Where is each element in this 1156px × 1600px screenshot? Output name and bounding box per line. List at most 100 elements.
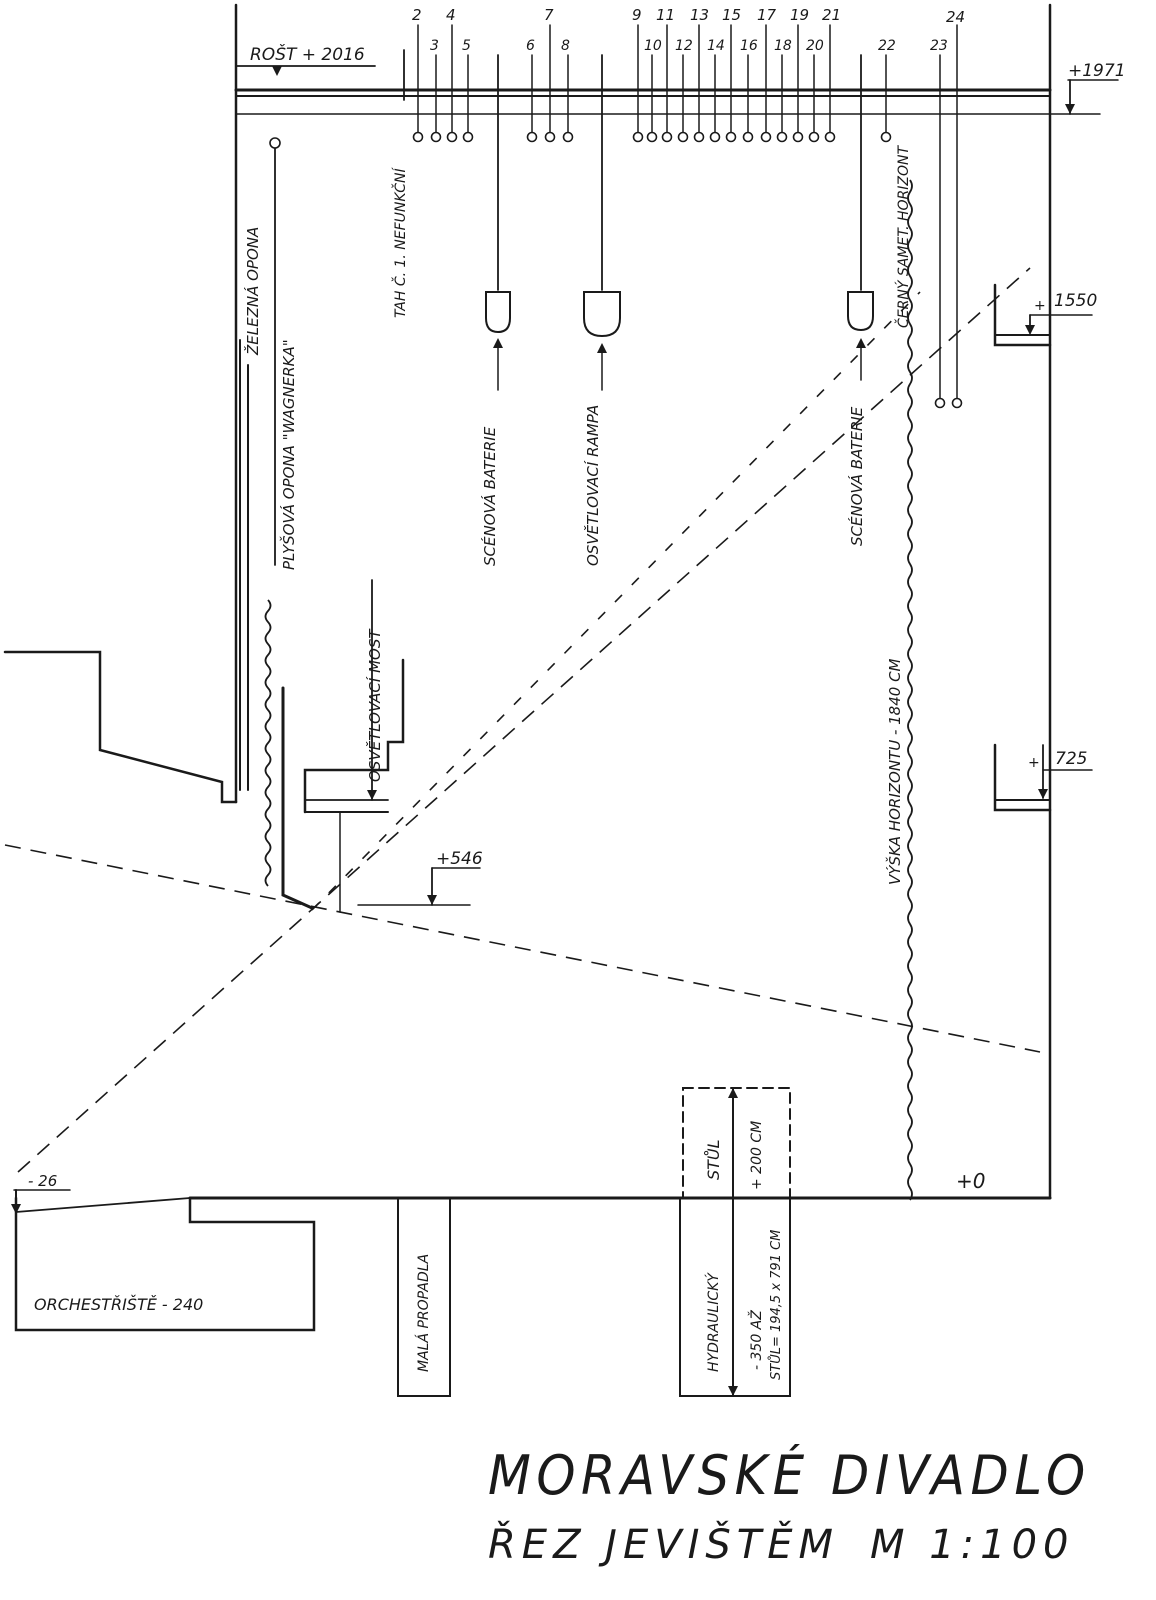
scene-battery-2-label: SCÉNOVÁ BATERIE	[847, 406, 866, 546]
ring	[632, 131, 644, 143]
row-number-bottom: 8	[561, 38, 570, 54]
row-number-top: 4	[446, 6, 456, 24]
ring	[693, 131, 705, 143]
ring	[760, 131, 772, 143]
row-number-bottom: 18	[774, 38, 792, 54]
ring	[544, 131, 556, 143]
rost-arrow	[272, 66, 282, 76]
drawing-scale: M 1:100	[870, 1522, 1075, 1568]
ring	[677, 131, 689, 143]
row-number-top: 9	[632, 6, 642, 24]
ring	[661, 131, 673, 143]
lighting-ramp-label: OSVĚTLOVACÍ RAMPA	[583, 405, 602, 566]
hydraulic-arrow-up	[728, 1088, 738, 1098]
gallery-upper-plus: +	[1034, 298, 1046, 314]
ring	[430, 131, 442, 143]
ring	[526, 131, 538, 143]
top-arrow	[1065, 104, 1075, 114]
row-number-top: 17	[757, 6, 777, 24]
row-number-top: 15	[722, 6, 741, 24]
ring	[412, 131, 424, 143]
rost-level-label: ROŠT + 2016	[250, 43, 365, 65]
ring	[269, 137, 281, 149]
batten-rings	[269, 131, 963, 409]
sightline-shallow	[4, 844, 1041, 1053]
row-number-bottom: 20	[806, 38, 824, 54]
drawing-title: MORAVSKÉ DIVADLO	[488, 1444, 1091, 1507]
iron-curtain-label: ŽELEZNÁ OPONA	[243, 227, 262, 356]
table-size-label: STŮL= 194,5 x 791 CM	[768, 1230, 784, 1380]
gallery-upper-arrow	[1025, 325, 1035, 335]
gallery-upper-label: 1550	[1054, 291, 1097, 311]
top-level-label: +1971	[1068, 61, 1126, 81]
lighting-bridge-arrowhead	[367, 790, 377, 800]
row-number-top: 13	[690, 6, 709, 24]
battery-2-arrowhead	[856, 338, 866, 348]
lighting-bridge-outline	[303, 658, 405, 814]
plush-curtain-wave	[264, 599, 272, 887]
gallery-lower-plus: +	[1028, 755, 1040, 771]
horizon-height-label: VÝŠKA HORIZONTU - 1840 CM	[885, 658, 904, 885]
row-number-top: 24	[946, 8, 965, 26]
orchestra-edge-label: - 26	[28, 1172, 57, 1190]
ring	[792, 131, 804, 143]
gallery-lower-label: 725	[1055, 749, 1087, 769]
stage-floor-label: +0	[956, 1169, 985, 1193]
row-number-bottom: 14	[707, 38, 725, 54]
ring	[880, 131, 892, 143]
orchestra-label: ORCHESTŘIŠTĚ - 240	[34, 1295, 203, 1314]
ring	[462, 131, 474, 143]
ring	[562, 131, 574, 143]
scene-battery-2-lamp	[847, 291, 874, 332]
ramp-arrowhead	[597, 343, 607, 353]
plus-200-label: + 200 CM	[749, 1121, 765, 1190]
sightline-lower	[311, 291, 921, 911]
row-number-bottom: 12	[675, 38, 693, 54]
orchestra-arrowhead	[11, 1204, 21, 1214]
lighting-ramp-lamp	[583, 291, 621, 338]
ring	[824, 131, 836, 143]
row-number-top: 21	[822, 6, 841, 24]
row-number-top: 7	[544, 6, 554, 24]
ring	[646, 131, 658, 143]
scene-battery-1-lamp	[485, 291, 511, 334]
row-number-bottom: 16	[740, 38, 758, 54]
ring	[742, 131, 754, 143]
hydraulic-table-raised	[682, 1087, 791, 1199]
ring	[725, 131, 737, 143]
row-number-bottom: 23	[930, 38, 948, 54]
row-number-bottom: 10	[644, 38, 662, 54]
gallery-upper	[993, 283, 1052, 347]
hydraulic-label: HYDRAULICKÝ	[705, 1272, 722, 1372]
bridge-level-label: +546	[436, 849, 483, 869]
orchestra-edge-line	[15, 1197, 191, 1213]
gallery-lower-arrow	[1038, 789, 1048, 799]
ring	[951, 397, 963, 409]
lighting-bridge-label: OSVĚTLOVACÍ MOST	[365, 628, 384, 782]
minus-350-label: - 350 AŽ	[747, 1310, 765, 1370]
row-number-top: 11	[656, 6, 675, 24]
small-trap-box	[397, 1197, 451, 1397]
battery-1-arrowhead	[493, 338, 503, 348]
batten-1-label: TAH Č. 1. NEFUNKČNÍ	[391, 167, 409, 318]
sightline-diagonal	[17, 267, 1031, 1173]
bridge-arrow	[427, 895, 437, 905]
gallery-lower	[993, 743, 1052, 812]
row-number-top: 2	[412, 6, 422, 24]
black-velvet-label: ČERNÝ SAMET. HORIZONT	[894, 145, 912, 328]
drawing-subtitle: ŘEZ JEVIŠTĚM	[488, 1522, 840, 1568]
ring	[808, 131, 820, 143]
table-label: STŮL	[704, 1139, 723, 1180]
row-number-bottom: 22	[878, 38, 896, 54]
ring	[709, 131, 721, 143]
ring	[776, 131, 788, 143]
ring	[934, 397, 946, 409]
row-number-bottom: 3	[430, 38, 439, 54]
ring	[446, 131, 458, 143]
scene-battery-1-label: SCÉNOVÁ BATERIE	[480, 426, 499, 566]
row-number-bottom: 6	[526, 38, 535, 54]
small-trap-label: MALÁ PROPADLA	[415, 1254, 432, 1372]
proscenium-wall	[281, 686, 314, 910]
row-number-top: 19	[790, 6, 809, 24]
